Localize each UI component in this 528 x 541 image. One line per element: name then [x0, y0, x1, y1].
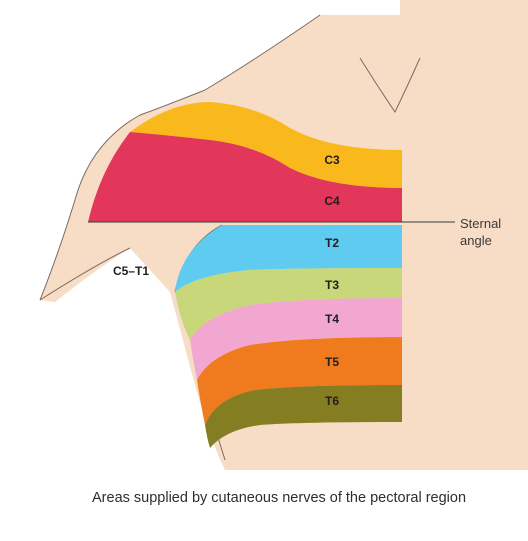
- band-t4: [190, 298, 402, 380]
- dermatome-diagram: C3 C4 T2 T3 T4 T5 T6 C5–T1 Sternal angle: [39, 0, 528, 470]
- band-t5: [197, 337, 402, 425]
- label-t6: T6: [325, 394, 339, 408]
- figure-caption: Areas supplied by cutaneous nerves of th…: [92, 490, 467, 506]
- band-t2: [175, 225, 402, 292]
- figure-caption-container: Areas supplied by cutaneous nerves of th…: [0, 488, 528, 509]
- label-c3: C3: [324, 153, 340, 167]
- label-c5-t1: C5–T1: [113, 264, 149, 278]
- sternal-angle-label-line2: angle: [460, 233, 492, 248]
- arm-lower-outline: [39, 247, 131, 301]
- body-outline: [39, 14, 321, 301]
- label-t3: T3: [325, 278, 339, 292]
- suprasternal-notch: [359, 57, 421, 113]
- label-c4: C4: [324, 194, 340, 208]
- label-t5: T5: [325, 355, 339, 369]
- sternal-angle-label-line1: Sternal: [460, 216, 501, 231]
- label-t4: T4: [325, 312, 339, 326]
- label-t2: T2: [325, 236, 339, 250]
- band-t3: [175, 268, 402, 340]
- band-c3: [130, 102, 402, 188]
- band-t6: [205, 385, 402, 448]
- band-c4: [88, 132, 402, 222]
